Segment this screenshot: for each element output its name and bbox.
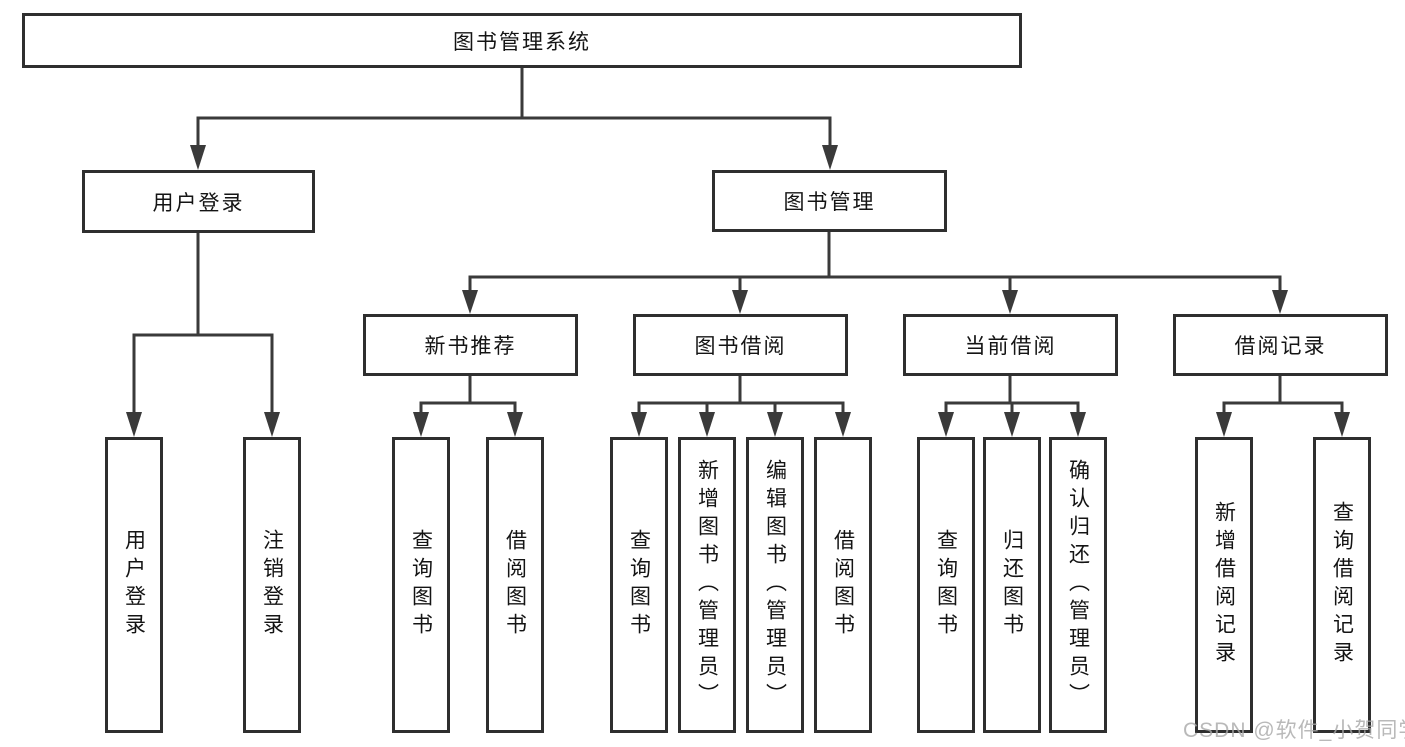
leaf-current-confirm-return-admin: 确认归还（管理员） (1049, 437, 1107, 733)
leaf-borrow-query-book: 查询图书 (610, 437, 668, 733)
leaf-logout: 注销登录 (243, 437, 301, 733)
leaf-current-return-book: 归还图书 (983, 437, 1041, 733)
leaf-borrow-add-book-admin: 新增图书（管理员） (678, 437, 736, 733)
leaf-current-query-book: 查询图书 (917, 437, 975, 733)
leaf-borrow-edit-book-admin: 编辑图书（管理员） (746, 437, 804, 733)
arrowheads (126, 145, 1350, 437)
node-new-book-recommend: 新书推荐 (363, 314, 578, 376)
leaf-borrow-borrow-book: 借阅图书 (814, 437, 872, 733)
csdn-watermark: CSDN @软件_小贺同学 (1183, 719, 1405, 742)
leaf-records-query-record: 查询借阅记录 (1313, 437, 1371, 733)
node-book-borrow: 图书借阅 (633, 314, 848, 376)
node-book-management: 图书管理 (712, 170, 947, 232)
node-current-borrow: 当前借阅 (903, 314, 1118, 376)
node-borrow-records: 借阅记录 (1173, 314, 1388, 376)
node-root-system: 图书管理系统 (22, 13, 1022, 68)
leaf-user-login: 用户登录 (105, 437, 163, 733)
node-user-login: 用户登录 (82, 170, 315, 233)
leaf-newbooks-borrow-book: 借阅图书 (486, 437, 544, 733)
leaf-records-add-record: 新增借阅记录 (1195, 437, 1253, 733)
leaf-newbooks-query-book: 查询图书 (392, 437, 450, 733)
